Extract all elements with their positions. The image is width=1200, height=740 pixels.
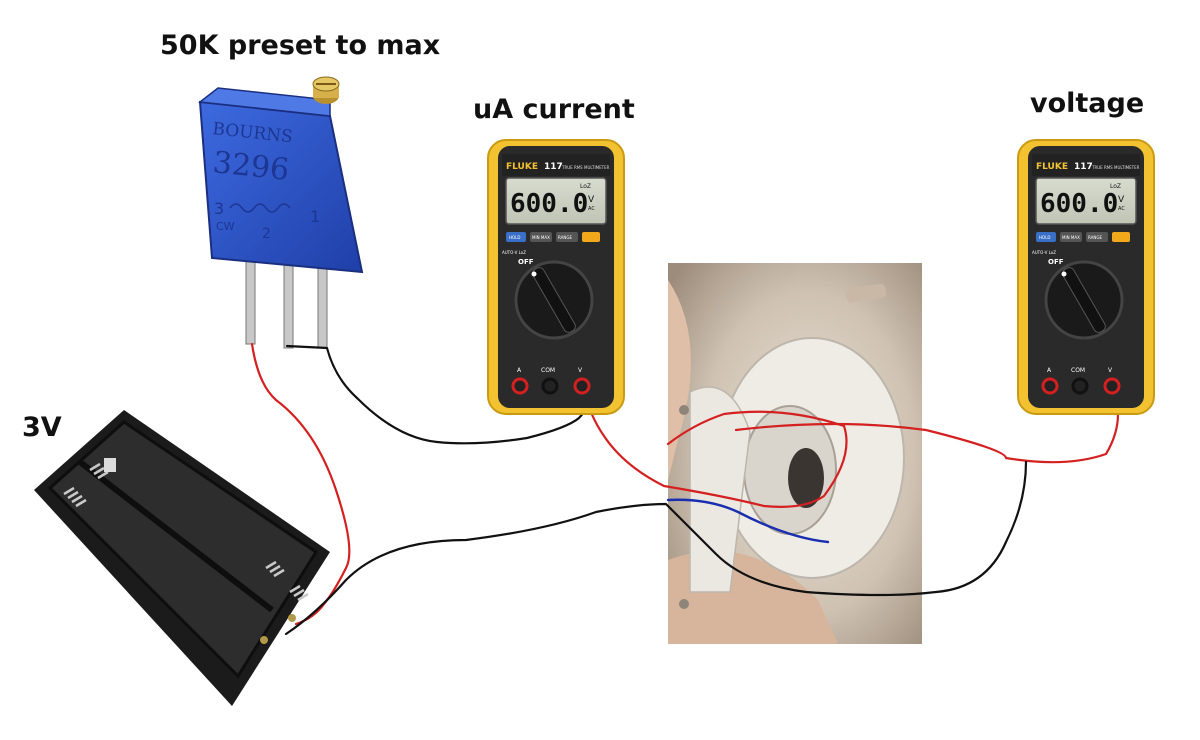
battery-spring-icon [63,462,309,602]
meter1-lcd-ac: AC [588,206,595,212]
meter2-dial-off-label: OFF [1048,258,1064,266]
meter1-jack-v-label: V [578,367,583,374]
pot-pin-2 [283,257,294,349]
meter1-range-button[interactable] [556,232,578,242]
meter2-lcd [1035,177,1137,225]
meter2-jack-v-label: V [1108,367,1113,374]
potentiometer: BOURNS 3296 3 1 2 CW [198,76,364,349]
meter1-minmax-button[interactable] [530,232,552,242]
meter1-display-value: 600.0 [510,189,588,219]
meter1-jack-v[interactable] [573,377,591,395]
meter1-lcd [505,177,607,225]
meter2-jack-com[interactable] [1071,377,1089,395]
meter1-model: 117 [544,162,563,172]
meter2-brand: FLUKE [1036,162,1068,172]
wire-black-battery-device [284,460,1028,636]
meter2-lcd-ac: AC [1118,206,1125,212]
meter1-jack-a[interactable] [511,377,529,395]
meter2-jack-a[interactable] [1041,377,1059,395]
meter2-hold-button[interactable] [1036,232,1056,242]
battery-holder [34,410,330,706]
meter2-minmax-label: MIN MAX [1062,235,1080,240]
meter1-minmax-label: MIN MAX [532,235,550,240]
pot-pin-3 [317,261,328,349]
multimeter-current: FLUKE 117 TRUE RMS MULTIMETER 600.0 LoZ … [487,139,625,415]
meter2-jack-v[interactable] [1103,377,1121,395]
pot-adjust-screw[interactable] [312,76,340,104]
pot-pin-label-1: 1 [310,207,320,226]
current-label: uA current [473,94,635,125]
preset-label: 50K preset to max [160,30,441,61]
meter2-lcd-mode: LoZ [1110,183,1121,190]
meter1-range-label: RANGE [558,235,572,240]
meter1-jack-a-label: A [517,367,522,374]
meter1-dial-off-label: OFF [518,258,534,266]
pot-pin-1 [245,257,256,345]
meter1-subtitle: TRUE RMS MULTIMETER [561,165,610,170]
meter2-range-label: RANGE [1088,235,1102,240]
meter1-lcd-unit: V [588,195,595,205]
meter2-range-button[interactable] [1086,232,1108,242]
meter1-brand: FLUKE [506,162,538,172]
meter1-dial-auto-label: AUTO-V LoZ [502,250,526,255]
meter2-jack-a-label: A [1047,367,1052,374]
wire-blue-device [666,498,830,544]
meter1-jack-com-label: COM [541,367,555,374]
meter1-jack-com[interactable] [541,377,559,395]
pot-pin-label-2: 2 [262,226,271,242]
meter2-subtitle: TRUE RMS MULTIMETER [1091,165,1140,170]
voltage-label: voltage [1030,88,1145,119]
pot-pin-label-3: 3 [214,199,224,218]
meter2-jack-com-label: COM [1071,367,1085,374]
battery-label: 3V [22,412,62,443]
meter2-display-value: 600.0 [1040,189,1118,219]
meter2-minmax-button[interactable] [1060,232,1082,242]
meter2-backlight-button[interactable] [1112,232,1130,242]
meter1-lcd-mode: LoZ [580,183,591,190]
wire-red-meter-device [580,384,848,508]
multimeter-voltage: FLUKE 117 TRUE RMS MULTIMETER 600.0 LoZ … [1017,139,1155,415]
pot-cw-label: CW [216,220,235,233]
meter1-hold-button[interactable] [506,232,526,242]
meter2-lcd-unit: V [1118,195,1125,205]
meter2-hold-label: HOLD [1039,235,1050,240]
meter2-dial-auto-label: AUTO-V LoZ [1032,250,1056,255]
pot-model: 3296 [211,145,291,188]
meter1-backlight-button[interactable] [582,232,600,242]
device-photo [668,263,922,644]
meter2-model: 117 [1074,162,1093,172]
meter1-hold-label: HOLD [509,235,520,240]
wire-black-pot-com [285,344,591,445]
